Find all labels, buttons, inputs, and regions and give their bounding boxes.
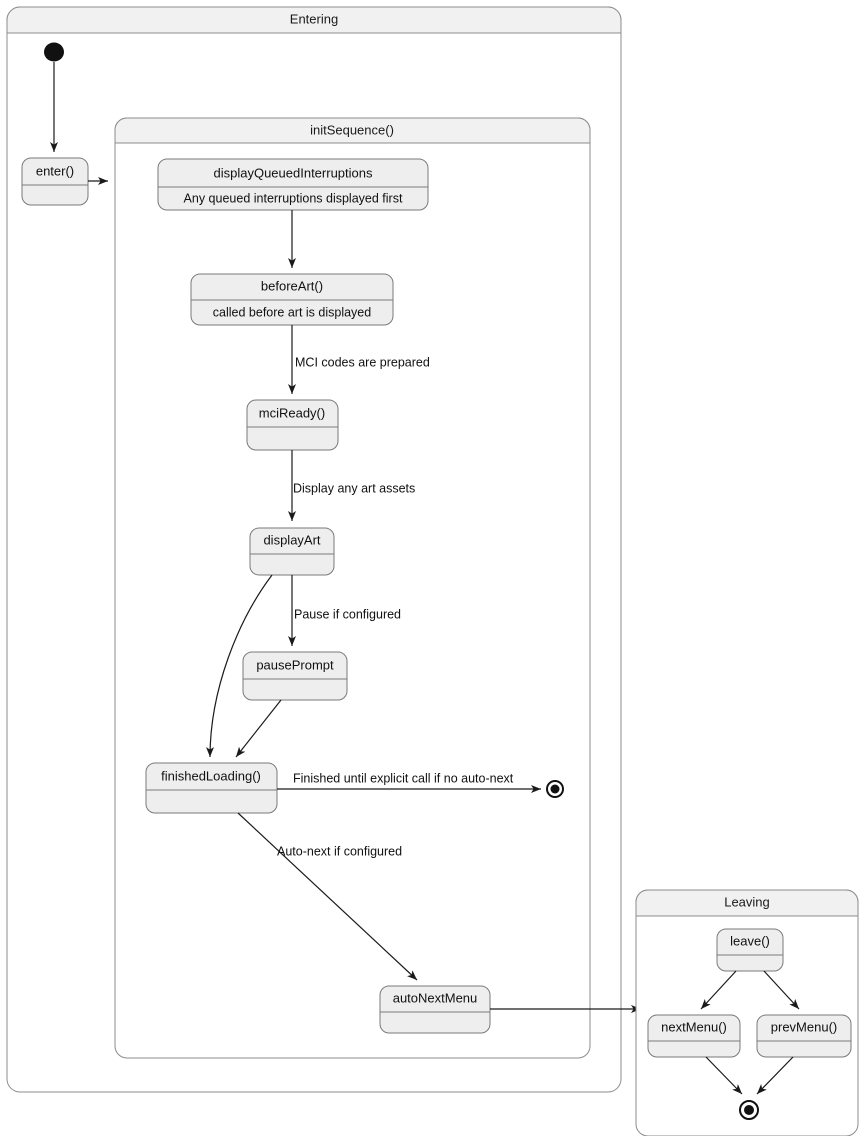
transition-leave-to-next-menu: [700, 970, 737, 1010]
transition-display-art-to-finished-loading: [206, 574, 273, 758]
init-sequence-header: [114, 117, 591, 144]
leaving-body: [635, 889, 859, 1136]
init-sequence-body: [114, 117, 591, 1059]
prev-menu-title: prevMenu(): [771, 1019, 837, 1034]
before-art-detail: called before art is displayed: [213, 305, 371, 319]
next-menu-title: nextMenu(): [661, 1019, 727, 1034]
state-before-art[interactable]: beforeArt() called before art is display…: [190, 273, 394, 326]
leaving-title: Leaving: [724, 894, 770, 909]
display-art-title: displayArt: [263, 532, 320, 547]
final-state-entering: [546, 780, 564, 798]
state-auto-next-menu[interactable]: autoNextMenu: [379, 985, 491, 1034]
display-queued-interruptions-detail: Any queued interruptions displayed first: [184, 191, 403, 205]
finished-loading-title: finishedLoading(): [161, 768, 261, 783]
display-queued-interruptions-title: displayQueuedInterruptions: [214, 165, 373, 180]
composite-state-leaving[interactable]: Leaving: [635, 889, 859, 1136]
state-enter[interactable]: enter(): [21, 157, 89, 206]
leaving-header: [635, 889, 859, 917]
prev-menu-box: [756, 1014, 852, 1058]
transition-label-mci-codes-prepared: MCI codes are prepared: [295, 355, 430, 369]
transition-label-pause-if-configured: Pause if configured: [294, 607, 401, 621]
final-state-core: [550, 784, 560, 794]
before-art-title: beforeArt(): [261, 278, 323, 293]
final-state-leaving: [739, 1100, 759, 1120]
finished-loading-box: [145, 762, 278, 814]
state-next-menu[interactable]: nextMenu(): [647, 1014, 741, 1058]
transition-pause-prompt-to-finished-loading: [235, 699, 282, 758]
transition-finished-loading-to-auto-next: [237, 812, 418, 981]
final-state-core: [744, 1105, 754, 1115]
transition-prev-menu-to-final: [756, 1056, 794, 1095]
state-display-queued-interruptions[interactable]: displayQueuedInterruptions Any queued in…: [157, 158, 429, 211]
enter-title: enter(): [36, 163, 74, 178]
state-prev-menu[interactable]: prevMenu(): [756, 1014, 852, 1058]
next-menu-box: [647, 1014, 741, 1058]
auto-next-menu-title: autoNextMenu: [393, 990, 478, 1005]
entering-header: [6, 6, 622, 34]
mci-ready-title: mciReady(): [259, 405, 325, 420]
state-mci-ready[interactable]: mciReady(): [246, 399, 339, 451]
transition-label-auto-next-if-configured: Auto-next if configured: [277, 844, 402, 858]
pause-prompt-title: pausePrompt: [256, 657, 334, 672]
transition-leave-to-prev-menu: [763, 970, 800, 1010]
state-display-art[interactable]: displayArt: [249, 527, 335, 576]
display-queued-interruptions-box: [157, 158, 429, 211]
entering-title: Entering: [290, 11, 338, 26]
pause-prompt-box: [242, 651, 348, 701]
composite-state-init-sequence[interactable]: initSequence(): [114, 117, 591, 1059]
transition-next-menu-to-final: [705, 1056, 743, 1095]
leave-title: leave(): [730, 933, 770, 948]
state-pause-prompt[interactable]: pausePrompt: [242, 651, 348, 701]
transition-label-finished-until-explicit-call: Finished until explicit call if no auto-…: [293, 771, 514, 785]
initial-state-dot: [44, 42, 64, 62]
state-finished-loading[interactable]: finishedLoading(): [145, 762, 278, 814]
init-sequence-title: initSequence(): [310, 122, 394, 137]
leave-box: [716, 928, 784, 972]
state-leave[interactable]: leave(): [716, 928, 784, 972]
transition-label-display-any-art-assets: Display any art assets: [293, 481, 415, 495]
